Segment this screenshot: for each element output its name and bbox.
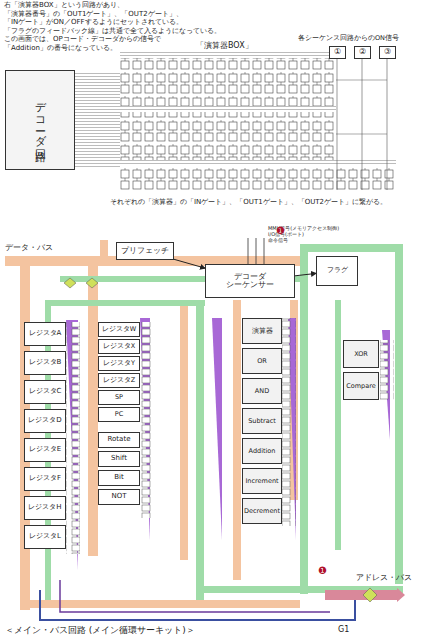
node-text: レジスタB: [29, 359, 62, 366]
node-text: ③: [384, 48, 391, 56]
register-box: レジスタB: [24, 351, 66, 375]
node-text: ②: [359, 48, 366, 56]
signal-name: I/O信号(ポート): [268, 232, 304, 237]
register-box: レジスタW: [98, 322, 140, 337]
node-text: PC: [115, 411, 123, 418]
node-text: レジスタL: [29, 533, 61, 540]
register-box: レジスタE: [24, 438, 66, 462]
note-text: 「Addition」の番号になっている。: [4, 45, 117, 52]
node-text: Decrement: [244, 508, 280, 515]
node-text: OR: [257, 358, 267, 365]
caption: ＜メイン・バス回路 (メイン循環サーキット)＞: [5, 626, 195, 635]
register-box: レジスタY: [98, 356, 140, 371]
signal-box: ③: [379, 46, 396, 59]
note-text: 「演算器番号」の「OUT1ゲート」、「OUT2ゲート」、: [4, 11, 183, 18]
prefetch-box: プリフェッチ: [116, 242, 174, 260]
alu-box: XOR: [343, 340, 379, 368]
callout-number: ❶: [276, 226, 285, 236]
register-box: レジスタF: [24, 467, 66, 491]
node-text: レジスタW: [102, 326, 136, 333]
note-text: 右「演算器BOX」という回路があり、: [4, 2, 124, 9]
register-box: レジスタD: [24, 409, 66, 433]
alu-box: Rotate: [98, 432, 140, 448]
alu-box: Decrement: [242, 498, 282, 524]
alu-box: AND: [242, 378, 282, 404]
register-box: レジスタZ: [98, 373, 140, 388]
node-text: レジスタZ: [103, 377, 135, 384]
node-text: AND: [255, 388, 269, 395]
sequencer-box: デコーダシーケンサー: [205, 264, 295, 298]
note-text: それぞれの「演算器」の「INゲート」、「OUT1ゲート」、「OUT2ゲート」に繋…: [110, 199, 387, 206]
note-text: データ・バス: [5, 244, 53, 252]
alu-box: Compare: [343, 372, 379, 400]
note-text: この画面では、OPコード・デコーダからの信号で: [4, 36, 161, 43]
node-text: レジスタE: [29, 446, 61, 453]
note-text: 「INゲート」がON／OFFするようにセットされている。: [4, 19, 183, 26]
note-text: 各シーケンス回路からのON信号: [298, 35, 399, 42]
node-text: ①: [334, 48, 341, 56]
note-text: G1: [338, 626, 349, 634]
node-text: Compare: [346, 383, 376, 390]
node-text: フラグ: [327, 267, 348, 274]
node-text: レジスタD: [28, 417, 61, 424]
alu-box: Bit: [98, 470, 140, 486]
node-text: レジスタC: [29, 388, 62, 395]
note-text: アドレス・バス: [356, 574, 412, 582]
node-text: レジスタF: [29, 475, 61, 482]
node-text: Subtract: [248, 418, 276, 425]
register-box: レジスタH: [24, 496, 66, 520]
node-text: デコーダ回路: [34, 95, 46, 145]
node-text: Addition: [249, 448, 276, 455]
alu-box: NOT: [98, 489, 140, 505]
flag-box: フラグ: [316, 256, 358, 286]
callout-number: ❶: [318, 566, 327, 576]
signal-arrow: [295, 273, 316, 275]
alu-box: Addition: [242, 438, 282, 464]
register-box: レジスタC: [24, 380, 66, 404]
node-text: NOT: [111, 493, 126, 500]
register-box: PC: [98, 407, 140, 422]
node-text: プリフェッチ: [121, 247, 169, 255]
node-text: レジスタY: [103, 360, 135, 367]
signal-box: ①: [329, 46, 346, 59]
node-text: Bit: [114, 474, 124, 481]
node-text: シーケンサー: [226, 281, 274, 289]
register-box: SP: [98, 390, 140, 405]
node-text: レジスタA: [29, 330, 62, 337]
alu-box: Subtract: [242, 408, 282, 434]
node-text: XOR: [354, 351, 368, 358]
signal-arrow: [174, 259, 205, 268]
alu-box: OR: [242, 348, 282, 374]
note-text: 「演算器BOX」: [196, 42, 253, 50]
node-text: レジスタX: [103, 343, 135, 350]
signal-name: 命令信号: [268, 238, 288, 243]
alu-box: Shift: [98, 451, 140, 467]
decoder-box: デコーダ回路: [5, 70, 75, 170]
register-box: レジスタA: [24, 322, 66, 346]
node-text: Increment: [245, 478, 278, 485]
note-text: 「フラグのフィードバック線」は共通で全て入るようになっている。: [4, 28, 221, 35]
node-text: デコーダ: [234, 273, 266, 281]
alu-box: 演算器: [242, 318, 282, 344]
register-box: レジスタX: [98, 339, 140, 354]
node-text: Shift: [111, 455, 127, 462]
alu-box: Increment: [242, 468, 282, 494]
node-text: 演算器: [252, 328, 273, 335]
signal-box: ②: [354, 46, 371, 59]
register-box: レジスタL: [24, 525, 66, 549]
node-text: SP: [115, 394, 123, 401]
node-text: レジスタH: [28, 504, 61, 511]
node-text: Rotate: [108, 436, 131, 443]
